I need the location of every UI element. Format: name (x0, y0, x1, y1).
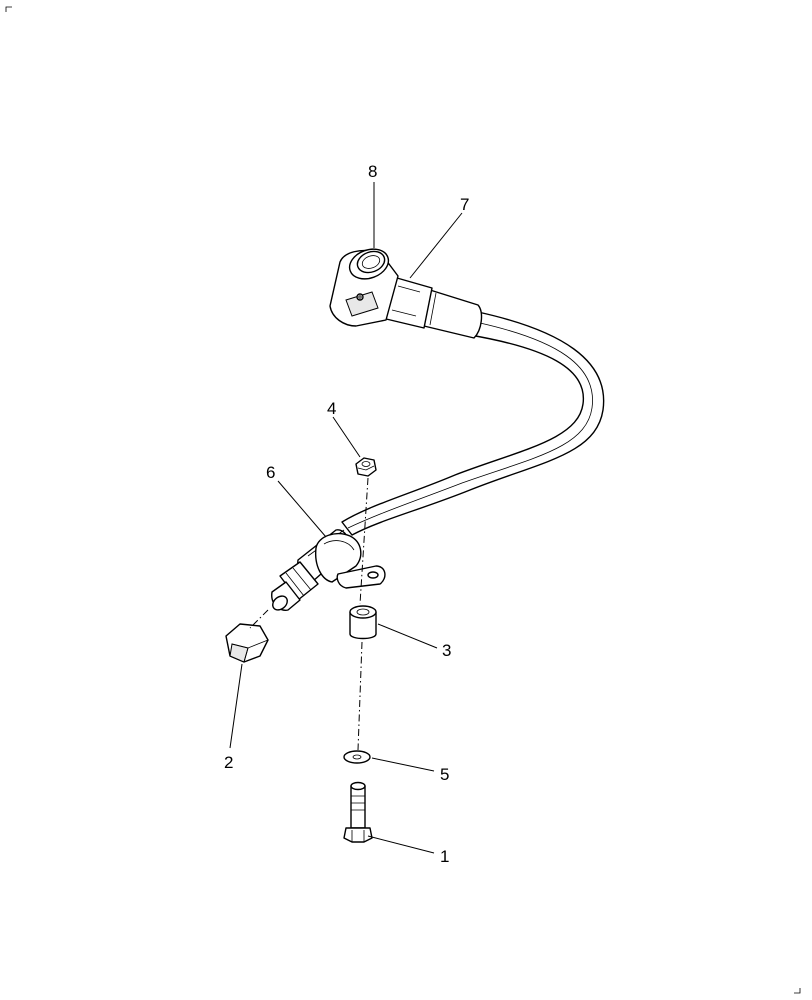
bolt-part-1 (343, 781, 373, 843)
corner-mark-top-left (5, 6, 12, 12)
callout-4: 4 (327, 399, 336, 418)
callout-6: 6 (266, 463, 275, 482)
cap-nut-part-2 (225, 623, 269, 663)
callout-8: 8 (368, 162, 377, 181)
assembly-centerline (249, 477, 369, 751)
lower-hex-fitting (271, 561, 319, 611)
hydraulic-hose (341, 311, 605, 536)
spacer-part-3 (349, 605, 377, 640)
cap-part-8 (348, 248, 390, 280)
hose-clamp-part-6 (315, 532, 386, 589)
callout-1: 1 (440, 847, 449, 866)
leader-lines (229, 182, 463, 854)
callout-3: 3 (442, 641, 451, 660)
washer-part-5 (343, 750, 371, 764)
callout-5: 5 (440, 765, 449, 784)
hex-nut-part-4 (355, 457, 377, 477)
upper-hose-ferrule (423, 289, 483, 339)
callout-2: 2 (224, 753, 233, 772)
corner-mark-bottom-right (794, 988, 801, 994)
callout-7: 7 (460, 195, 469, 214)
